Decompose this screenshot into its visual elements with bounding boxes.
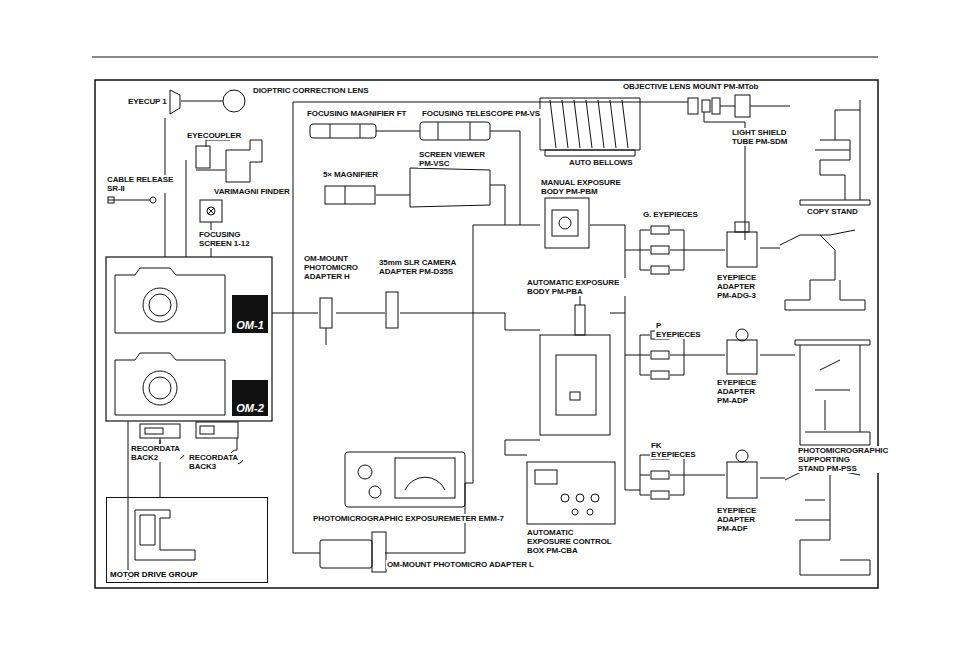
part-label: OBJECTIVE LENS MOUNT PM-MTob (622, 82, 759, 91)
part-label: 35mm SLR CAMERA ADAPTER PM-D35S (378, 258, 458, 276)
model-badge: OM-2 (232, 380, 268, 416)
part-label: RECORDATA BACK3 (188, 453, 238, 471)
part-label: FK EYEPIECES (650, 441, 702, 459)
part-label: FOCUSING SCREEN 1-12 (198, 230, 252, 248)
part-label: OM-MOUNT PHOTOMICRO ADAPTER L (386, 560, 535, 569)
part-label: FOCUSING TELESCOPE PM-VS (421, 109, 541, 118)
part-label: 5× MAGNIFIER (322, 170, 379, 179)
part-label: AUTO BELLOWS (568, 158, 634, 167)
part-label: MANUAL EXPOSURE BODY PM-PBM (540, 178, 626, 196)
model-badge: OM-1 (232, 295, 268, 333)
part-label: AUTOMATIC EXPOSURE BODY PM-PBA (526, 278, 628, 296)
part-label: PHOTOMICROGRAPHIC EXPOSUREMETER EMM-7 (312, 514, 505, 523)
part-label: EYECOUPLER (186, 131, 242, 140)
part-label: VARIMAGNI FINDER (213, 187, 291, 196)
part-label: LIGHT SHIELD TUBE PM-SDM (731, 128, 793, 146)
part-label: EYEPIECE ADAPTER PM-ADG-3 (716, 273, 768, 300)
part-label: SCREEN VIEWER PM-VSC (418, 150, 486, 168)
part-label: P EYEPIECES (655, 321, 705, 339)
node-text: OM-2 (236, 402, 264, 414)
part-label: PHOTOMICROGRAPHIC SUPPORTING STAND PM-PS… (797, 446, 879, 473)
part-label: FOCUSING MAGNIFIER FT (306, 109, 407, 118)
node-text: OM-1 (236, 319, 264, 331)
part-label: RECORDATA BACK2 (130, 444, 180, 462)
node-text: MOTOR DRIVE GROUP (110, 570, 198, 579)
part-label: CABLE RELEASE SR-II (106, 175, 176, 193)
part-label: G. EYEPIECES (642, 210, 699, 219)
group-box: MOTOR DRIVE GROUP (106, 497, 268, 583)
part-label: OM-MOUNT PHOTOMICRO ADAPTER H (303, 254, 363, 281)
part-label: EYEPIECE ADAPTER PM-ADP (716, 378, 768, 405)
part-label: COPY STAND (806, 207, 859, 216)
part-label: DIOPTRIC CORRECTION LENS (252, 86, 369, 95)
part-label: EYEPIECE ADAPTER PM-ADF (716, 506, 768, 533)
part-label: EYECUP 1 (127, 97, 168, 106)
part-label: AUTOMATIC EXPOSURE CONTROL BOX PM-CBA (526, 528, 618, 555)
